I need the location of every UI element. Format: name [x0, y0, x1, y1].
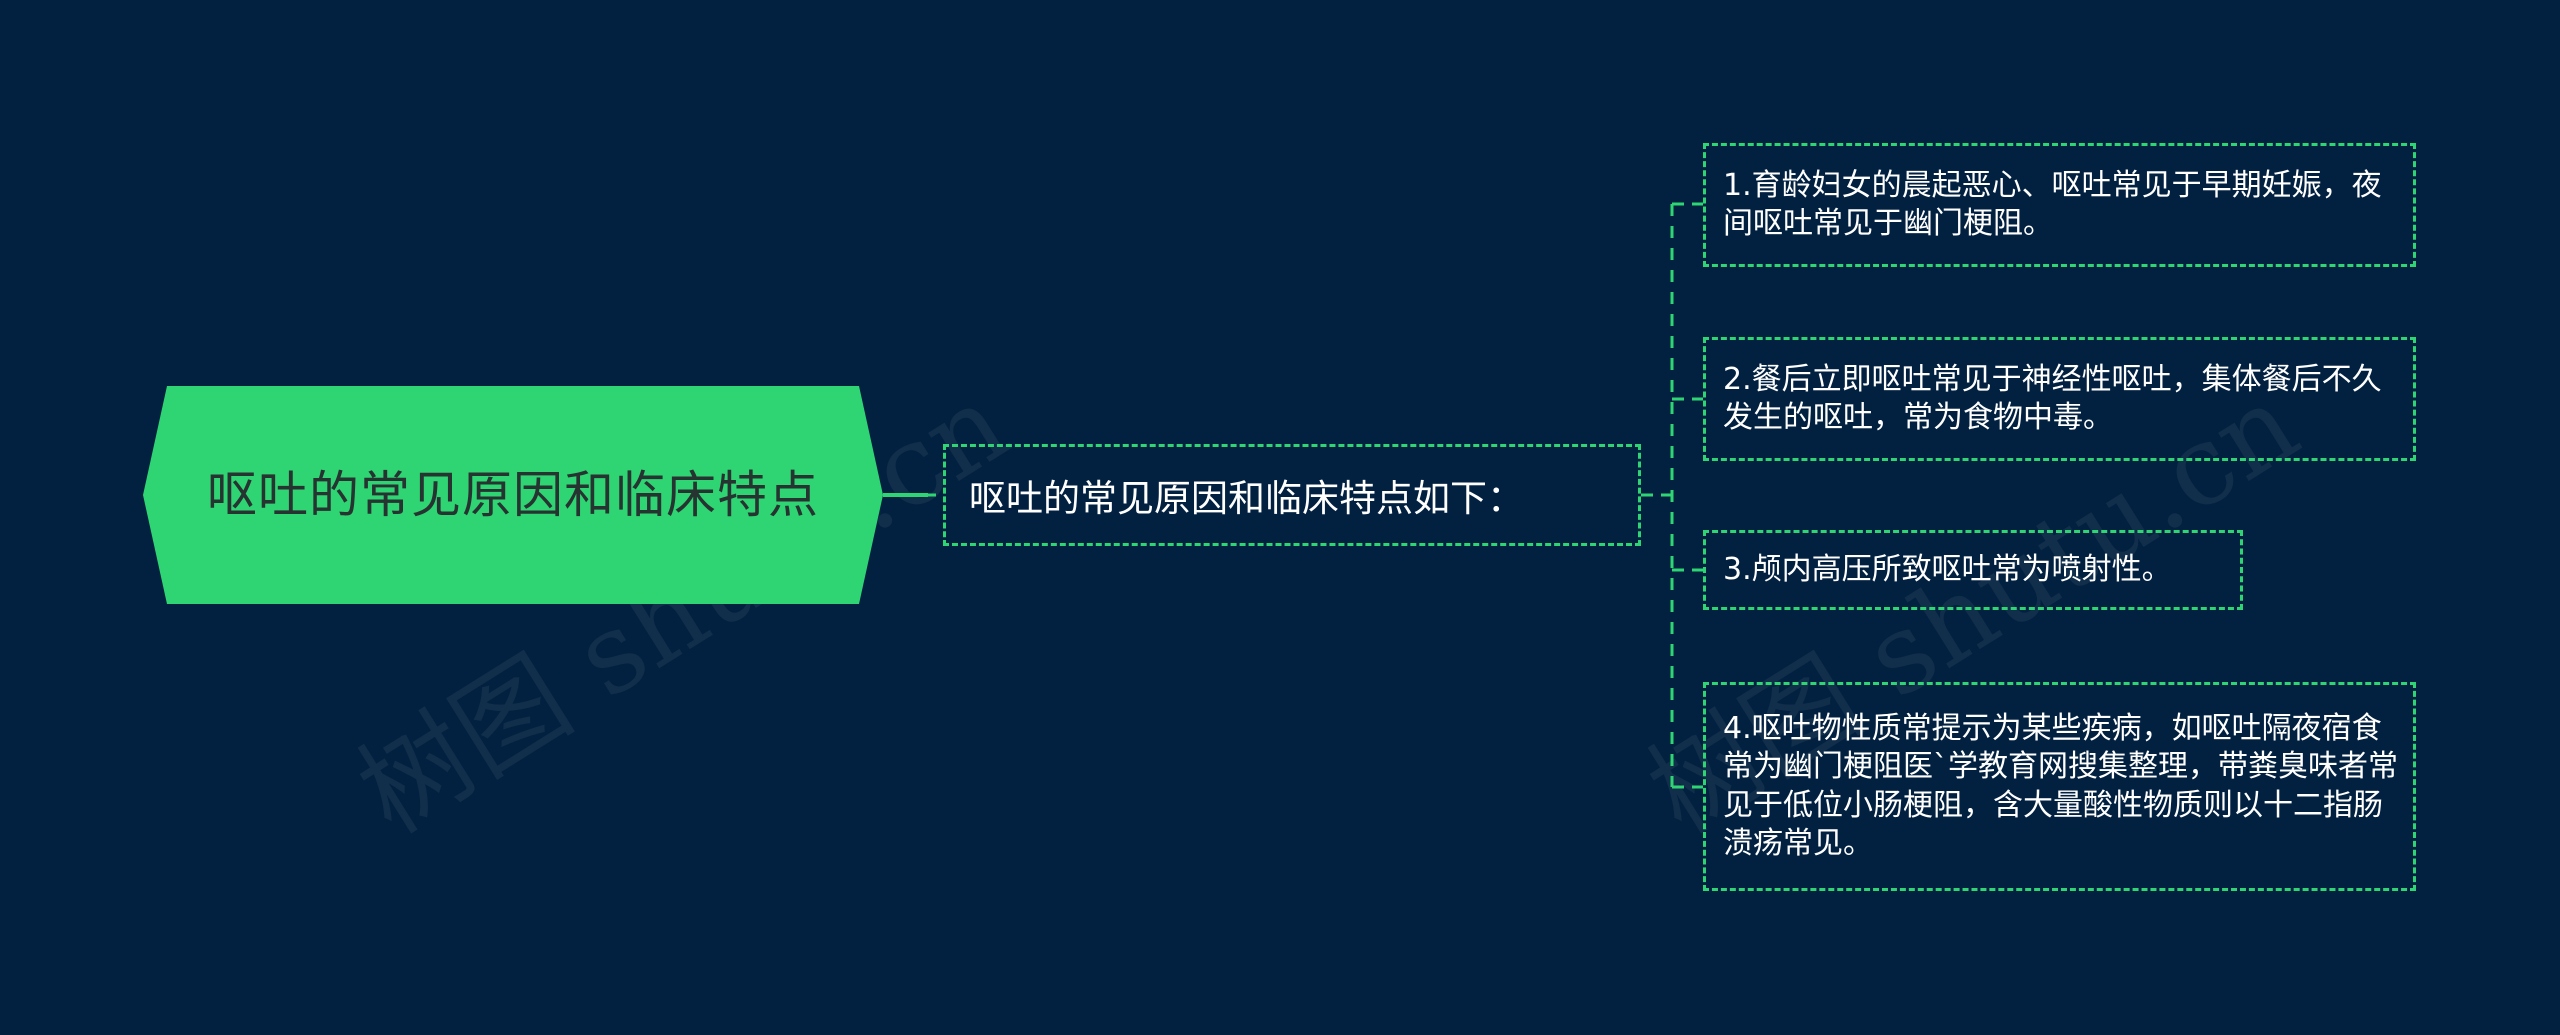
- cause-node-1[interactable]: 1.育龄妇女的晨起恶心、呕吐常见于早期妊娠，夜间呕吐常见于幽门梗阻。: [1703, 143, 2416, 267]
- summary-label: 呕吐的常见原因和临床特点如下：: [969, 477, 1524, 520]
- cause-node-3[interactable]: 3.颅内高压所致呕吐常为喷射性。: [1703, 530, 2243, 610]
- root-hexagon-shape: [143, 386, 883, 604]
- cause-label-4: 4.呕吐物性质常提示为某些疾病，如呕吐隔夜宿食常为幽门梗阻医`学教育网搜集整理，…: [1723, 710, 2398, 862]
- root-topic-label: 呕吐的常见原因和临床特点: [207, 466, 819, 524]
- cause-label-2: 2.餐后立即呕吐常见于神经性呕吐，集体餐后不久发生的呕吐，常为食物中毒。: [1723, 361, 2382, 436]
- cause-node-4[interactable]: 4.呕吐物性质常提示为某些疾病，如呕吐隔夜宿食常为幽门梗阻医`学教育网搜集整理，…: [1703, 682, 2416, 891]
- cause-label-1: 1.育龄妇女的晨起恶心、呕吐常见于早期妊娠，夜间呕吐常见于幽门梗阻。: [1723, 167, 2382, 242]
- summary-node[interactable]: 呕吐的常见原因和临床特点如下：: [943, 444, 1641, 546]
- root-topic-node[interactable]: 呕吐的常见原因和临床特点: [143, 386, 883, 604]
- cause-node-2[interactable]: 2.餐后立即呕吐常见于神经性呕吐，集体餐后不久发生的呕吐，常为食物中毒。: [1703, 337, 2416, 461]
- cause-label-3: 3.颅内高压所致呕吐常为喷射性。: [1723, 551, 2172, 587]
